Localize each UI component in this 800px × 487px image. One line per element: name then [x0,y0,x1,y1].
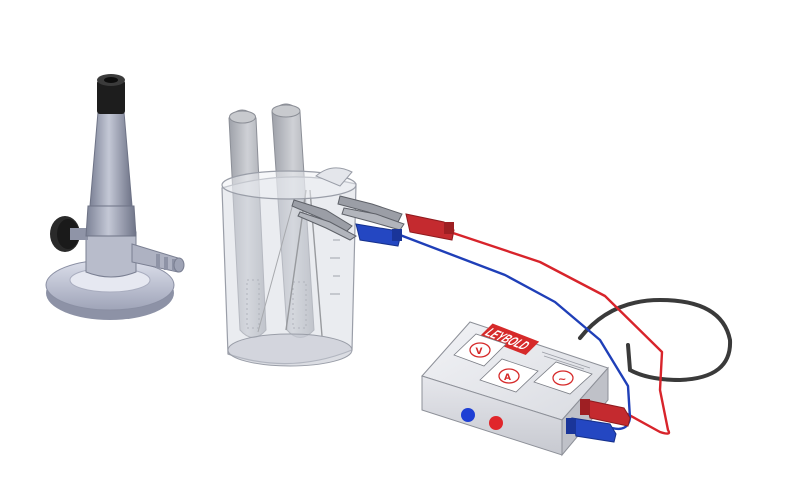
banana-plug-icon [580,399,631,427]
banana-plug-icon [355,223,402,247]
source-symbol: ~ [558,374,566,385]
alligator-clip-icon [291,199,357,241]
voltmeter-icon: V [453,333,507,367]
bunsen-burner-icon [45,74,185,320]
alligator-clip-icon [337,195,405,231]
red-socket[interactable] [489,416,503,430]
voltmeter-symbol: V [476,347,483,357]
banana-plug-icon [405,213,455,241]
beaker-icon [221,103,357,367]
sensor-cable [578,297,733,383]
ammeter-icon: A [479,358,539,393]
source-icon: ~ [533,361,593,395]
ammeter-symbol: A [504,373,511,383]
measuring-device-icon: LEYBOLD V A ~ [421,321,631,457]
red-lead-wire [449,230,671,435]
banana-plug-icon [566,417,617,443]
blue-socket[interactable] [461,408,475,422]
